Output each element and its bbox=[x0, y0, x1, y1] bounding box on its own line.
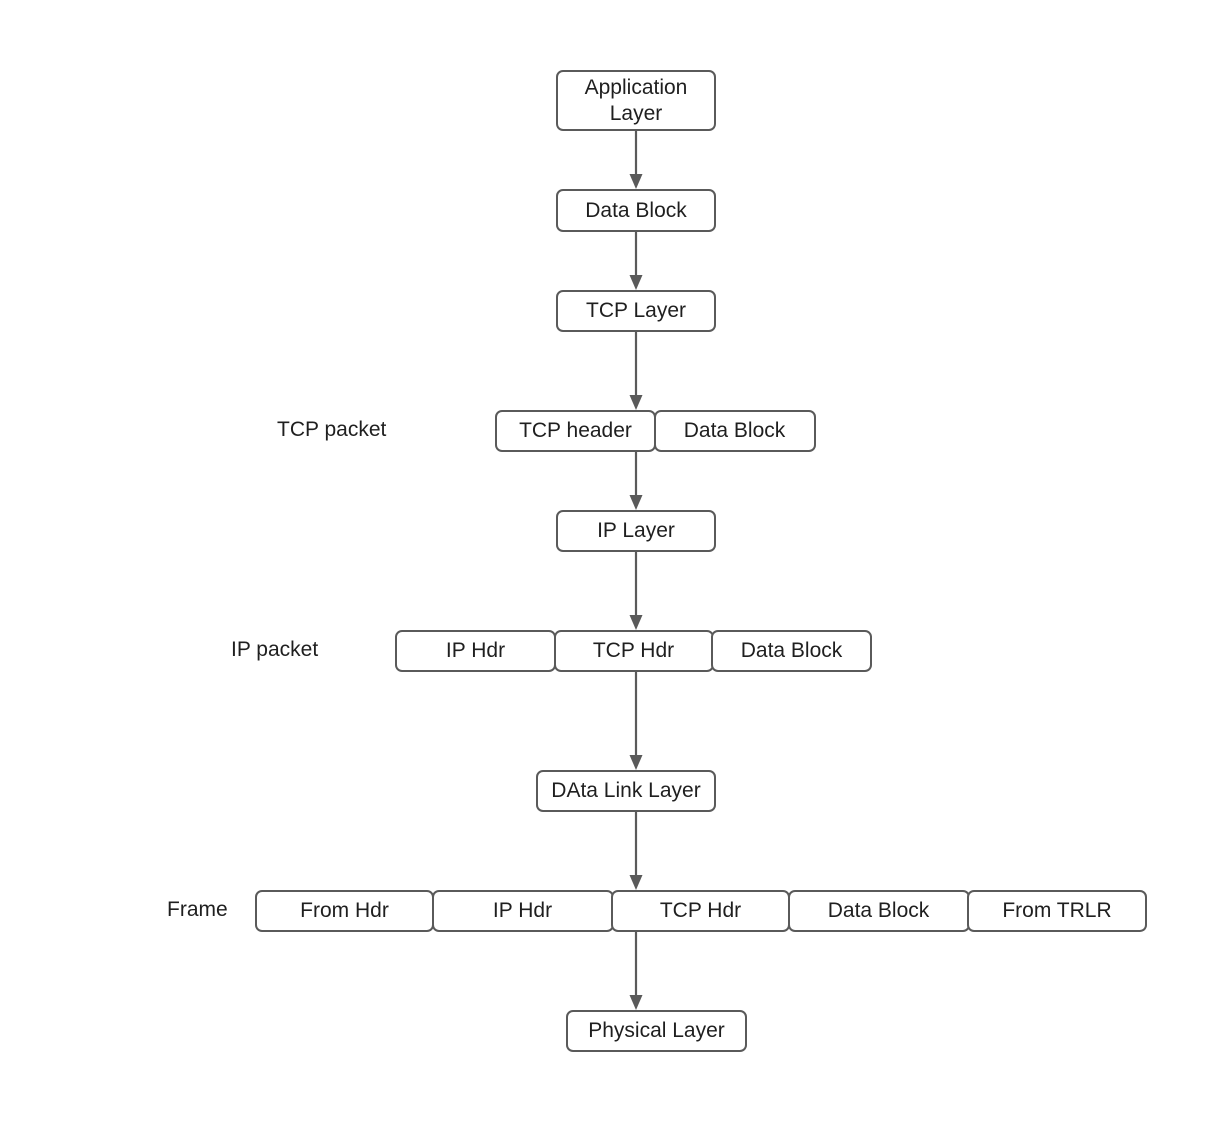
segment-ip-packet-tcp-hdr[interactable]: TCP Hdr bbox=[553, 630, 714, 672]
arrow-head-icon bbox=[629, 755, 643, 770]
arrow-head-icon bbox=[629, 275, 643, 290]
segment-label: Data Block bbox=[740, 639, 843, 662]
segment-frame-from-trlr[interactable]: From TRLR bbox=[967, 890, 1147, 932]
segment-tcp-packet-tcp-header[interactable]: TCP header bbox=[495, 410, 656, 452]
arrow-frame-to-physical-layer bbox=[629, 932, 643, 1010]
arrow-head-icon bbox=[629, 395, 643, 410]
row-label-ip-packet: IP packet bbox=[231, 638, 319, 661]
node-label: TCP Layer bbox=[586, 299, 686, 323]
segment-tcp-packet-data-block[interactable]: Data Block bbox=[653, 410, 816, 452]
segment-label: Data Block bbox=[683, 419, 786, 442]
segment-label: From Hdr bbox=[300, 899, 389, 922]
segment-label: Data Block bbox=[827, 899, 930, 922]
arrow-head-icon bbox=[629, 995, 643, 1010]
segment-frame-tcp-hdr[interactable]: TCP Hdr bbox=[611, 890, 790, 932]
node-label: DAta Link Layer bbox=[551, 779, 701, 803]
row-label-tcp-packet: TCP packet bbox=[277, 418, 387, 441]
segment-frame-ip-hdr[interactable]: IP Hdr bbox=[431, 890, 614, 932]
row-label-frame: Frame bbox=[167, 898, 228, 921]
segment-label: TCP header bbox=[519, 419, 632, 442]
segment-label: IP Hdr bbox=[445, 639, 506, 662]
segment-ip-packet-ip-hdr[interactable]: IP Hdr bbox=[395, 630, 556, 672]
node-ip-layer[interactable]: IP Layer bbox=[556, 510, 716, 552]
segment-ip-packet-data-block[interactable]: Data Block bbox=[711, 630, 872, 672]
arrow-data-link-layer-to-frame bbox=[629, 812, 643, 890]
arrow-ip-packet-to-data-link-layer bbox=[629, 672, 643, 770]
arrow-head-icon bbox=[629, 875, 643, 890]
node-data-link-layer[interactable]: DAta Link Layer bbox=[536, 770, 716, 812]
node-data-block-1[interactable]: Data Block bbox=[556, 189, 716, 232]
arrow-head-icon bbox=[629, 495, 643, 510]
arrow-data-block-to-tcp-layer bbox=[629, 232, 643, 290]
segment-frame-from-hdr[interactable]: From Hdr bbox=[255, 890, 434, 932]
segment-label: IP Hdr bbox=[492, 899, 553, 922]
arrow-head-icon bbox=[629, 174, 643, 189]
node-application-layer[interactable]: Application Layer bbox=[556, 70, 716, 131]
arrow-tcp-layer-to-tcp-packet bbox=[629, 332, 643, 410]
node-label: Application Layer bbox=[584, 75, 688, 125]
arrow-tcp-packet-to-ip-layer bbox=[629, 452, 643, 510]
node-tcp-layer[interactable]: TCP Layer bbox=[556, 290, 716, 332]
arrow-head-icon bbox=[629, 615, 643, 630]
arrow-ip-layer-to-ip-packet bbox=[629, 552, 643, 630]
segment-label: TCP Hdr bbox=[659, 899, 742, 922]
packet-row-frame: From Hdr IP Hdr TCP Hdr Data Block From TRLR bbox=[255, 890, 1147, 932]
segment-label: From TRLR bbox=[1002, 899, 1112, 922]
segment-label: TCP Hdr bbox=[592, 639, 675, 662]
segment-frame-data-block[interactable]: Data Block bbox=[787, 890, 970, 932]
node-physical-layer[interactable]: Physical Layer bbox=[566, 1010, 747, 1052]
arrow-application-layer-to-data-block bbox=[629, 131, 643, 189]
packet-row-tcp-packet: TCP header Data Block bbox=[495, 410, 816, 452]
node-label: Physical Layer bbox=[588, 1019, 725, 1043]
packet-row-ip-packet: IP Hdr TCP Hdr Data Block bbox=[395, 630, 872, 672]
node-label: IP Layer bbox=[597, 519, 675, 543]
node-label: Data Block bbox=[585, 198, 687, 222]
